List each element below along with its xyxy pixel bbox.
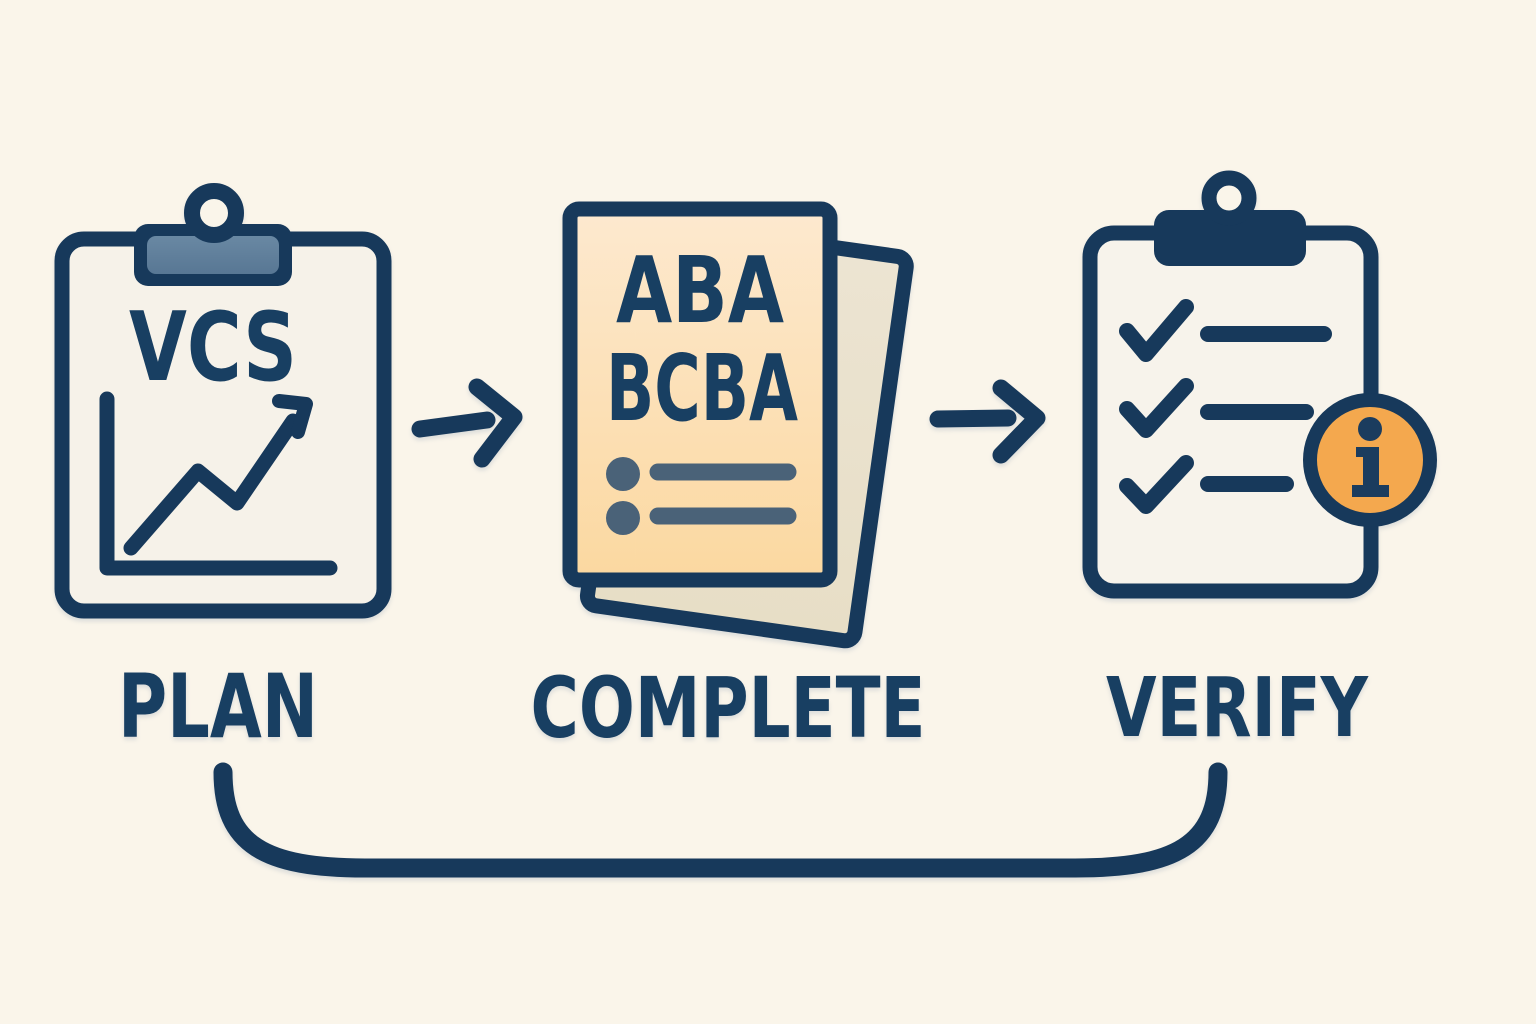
info-badge bbox=[1303, 393, 1437, 527]
clipboard-trend-chart-icon: VCS bbox=[54, 183, 392, 619]
checkmark-icon bbox=[1119, 455, 1194, 514]
clipboard-clip-inner bbox=[147, 236, 279, 274]
bullet-list-icon bbox=[606, 457, 797, 535]
checkmark-icon bbox=[1119, 378, 1194, 438]
arrow-right-icon bbox=[929, 379, 1046, 464]
return-connector bbox=[213, 762, 1228, 878]
trend-chart-icon bbox=[99, 391, 338, 576]
clipboard-text: VCS bbox=[129, 293, 297, 403]
clipboard-clip bbox=[1154, 210, 1306, 266]
document-title-line1: ABA bbox=[616, 237, 784, 344]
step-label-complete: COMPLETE bbox=[531, 659, 926, 757]
stacked-documents-icon: ABA BCBA bbox=[562, 201, 914, 649]
chart-trend-line bbox=[123, 413, 301, 556]
step-label-verify: VERIFY bbox=[1106, 661, 1369, 756]
chart-axes bbox=[99, 391, 338, 576]
arrow-head bbox=[468, 378, 523, 468]
document-title-line2: BCBA bbox=[606, 335, 798, 442]
step-verify: VERIFY bbox=[1082, 170, 1437, 756]
info-icon bbox=[1352, 417, 1389, 497]
document-front bbox=[562, 201, 838, 588]
arrow-right-icon bbox=[411, 378, 523, 468]
clipboard-clip-ring bbox=[184, 183, 244, 243]
clipboard-clip-ring bbox=[1201, 170, 1257, 226]
step-label-plan: PLAN bbox=[118, 655, 318, 758]
bullet-dot bbox=[606, 501, 640, 535]
checklist-rows bbox=[1119, 299, 1332, 514]
arrow-tail bbox=[411, 411, 496, 438]
bullet-dot bbox=[606, 457, 640, 491]
arrow-tail bbox=[929, 409, 1017, 428]
step-plan: VCS PLAN bbox=[54, 183, 392, 758]
checkmark-icon bbox=[1119, 299, 1194, 362]
arrow-head bbox=[992, 379, 1046, 464]
step-complete: ABA BCBA COMPLETE bbox=[531, 201, 926, 757]
chart-arrowhead bbox=[272, 394, 313, 439]
clipboard-checklist-icon bbox=[1082, 170, 1437, 599]
